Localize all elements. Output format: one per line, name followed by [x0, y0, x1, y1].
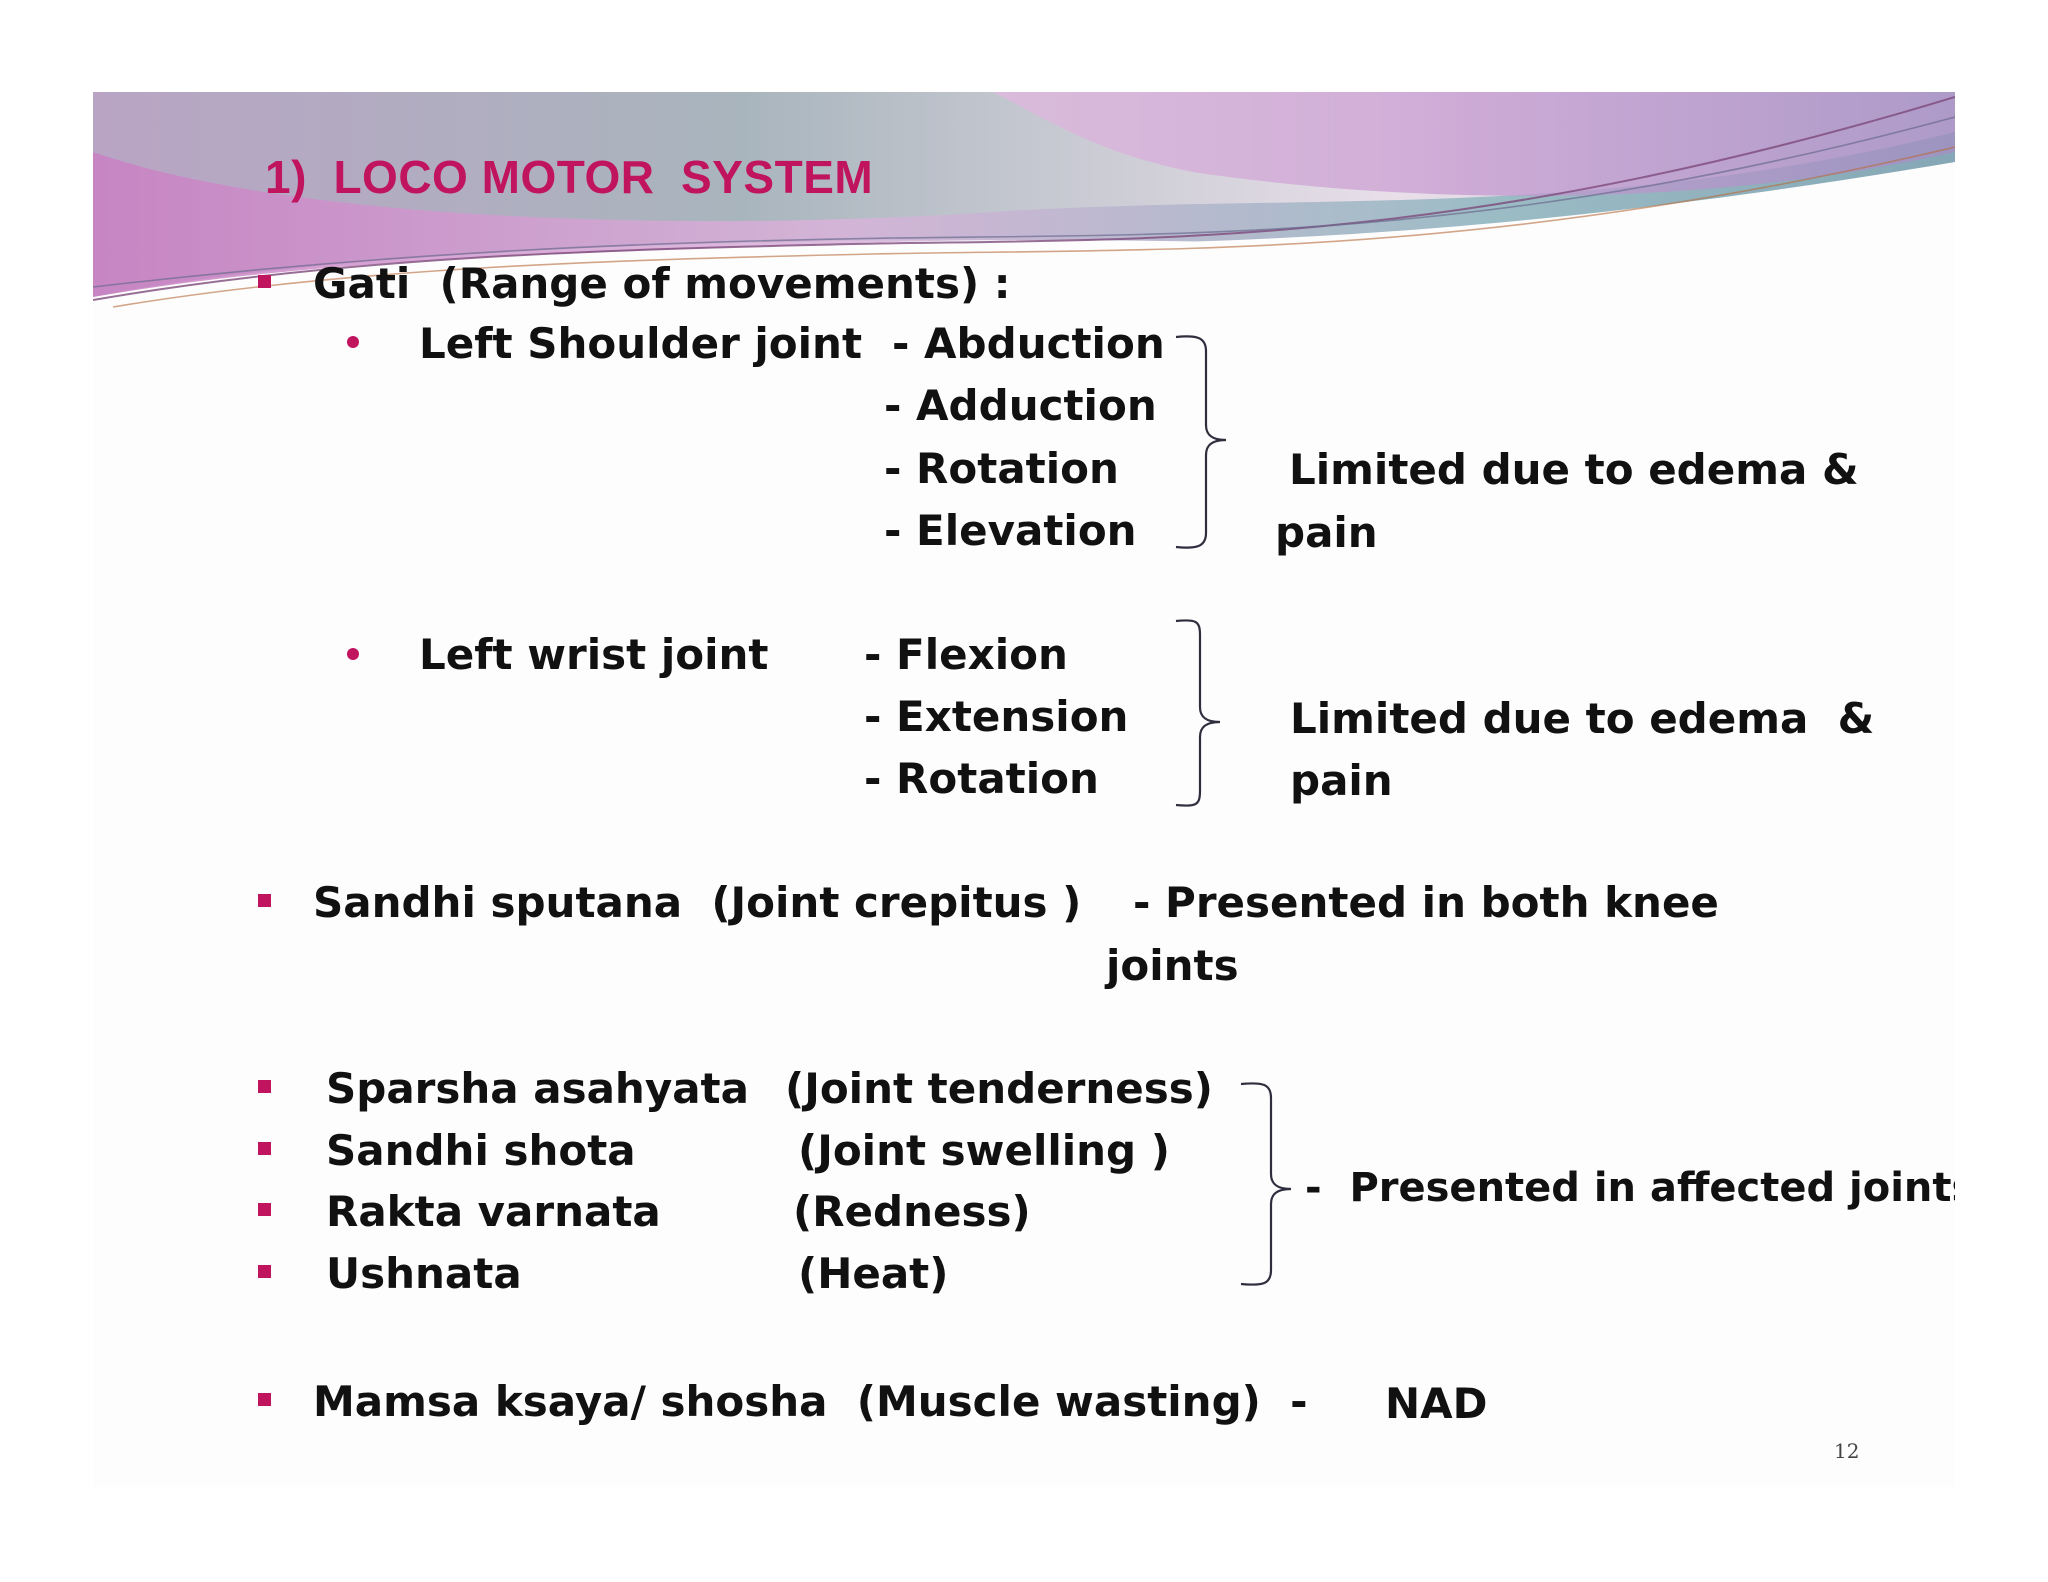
- bullet-square-icon: [258, 894, 271, 907]
- sign-name: Sparsha asahyata: [326, 1064, 749, 1113]
- bullet-square-icon: [258, 275, 271, 288]
- shoulder-joint-label: Left Shoulder joint: [419, 319, 863, 368]
- shoulder-movement: - Adduction: [884, 381, 1157, 430]
- sign-name: Sandhi shota: [326, 1126, 636, 1175]
- sandhi-sputana-label: Sandhi sputana (Joint crepitus ): [313, 878, 1082, 927]
- sign-english: (Redness): [793, 1187, 1031, 1236]
- sign-name: Ushnata: [326, 1249, 522, 1298]
- shoulder-result-line2: pain: [1275, 508, 1378, 557]
- slide-title: 1) LOCO MOTOR SYSTEM: [265, 151, 874, 203]
- mamsa-label: Mamsa ksaya/ shosha (Muscle wasting) -: [313, 1377, 1308, 1426]
- page-number: 12: [1834, 1439, 1860, 1463]
- shoulder-result-line1: Limited due to edema &: [1289, 445, 1859, 494]
- sign-name: Rakta varnata: [326, 1187, 661, 1236]
- sandhi-sputana-result-line1: - Presented in both knee: [1133, 878, 1719, 927]
- bullet-square-icon: [258, 1265, 271, 1278]
- bullet-square-icon: [258, 1203, 271, 1216]
- sign-english: (Joint tenderness): [785, 1064, 1213, 1113]
- mamsa-value: NAD: [1385, 1379, 1488, 1428]
- bullet-square-icon: [258, 1080, 271, 1093]
- decorative-header-banner: [93, 92, 1955, 322]
- wrist-movement: - Extension: [864, 692, 1129, 741]
- bullet-square-icon: [258, 1393, 271, 1406]
- wrist-bracket: [1175, 619, 1221, 807]
- shoulder-movement: - Rotation: [884, 444, 1119, 493]
- shoulder-movement: - Abduction: [892, 319, 1165, 368]
- sandhi-sputana-result-line2: joints: [1106, 941, 1239, 990]
- sign-english: (Heat): [798, 1249, 949, 1298]
- signs-bracket: [1240, 1082, 1292, 1286]
- slide: 1) LOCO MOTOR SYSTEM Gati (Range of move…: [93, 92, 1955, 1487]
- signs-result: - Presented in affected joints: [1305, 1165, 1955, 1211]
- wrist-movement: - Rotation: [864, 754, 1099, 803]
- wrist-movement: - Flexion: [864, 630, 1068, 679]
- wrist-result-line2: pain: [1290, 756, 1393, 805]
- gati-heading: Gati (Range of movements) :: [313, 259, 1011, 308]
- bullet-dot-icon: [347, 336, 359, 348]
- wrist-result-line1: Limited due to edema &: [1290, 694, 1875, 743]
- bullet-dot-icon: [347, 648, 359, 660]
- sign-english: (Joint swelling ): [798, 1126, 1170, 1175]
- bullet-square-icon: [258, 1142, 271, 1155]
- shoulder-movement: - Elevation: [884, 506, 1137, 555]
- wrist-joint-label: Left wrist joint: [419, 630, 769, 679]
- shoulder-bracket: [1175, 335, 1227, 549]
